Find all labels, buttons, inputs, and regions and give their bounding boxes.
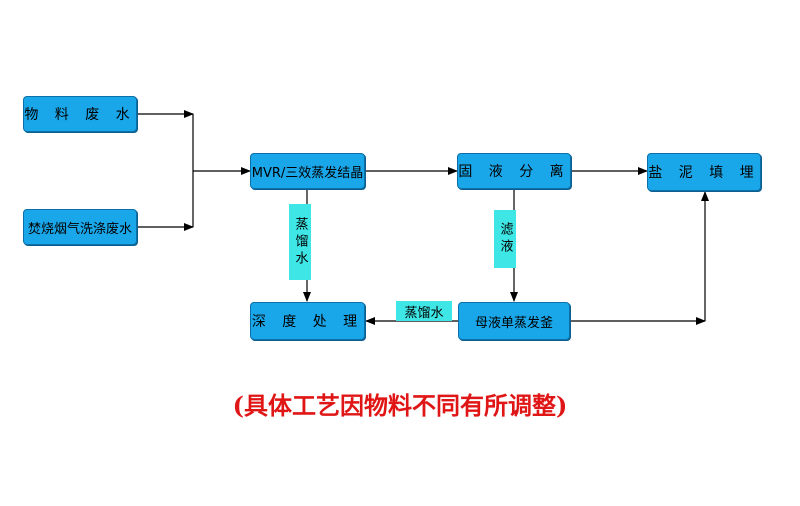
node-solid-liquid-separation: 固 液 分 离 bbox=[457, 153, 571, 189]
node-mother-liquor-evaporator: 母液单蒸发釜 bbox=[458, 302, 570, 340]
node-salt-mud-landfill: 盐 泥 填 埋 bbox=[647, 153, 761, 191]
process-note: (具体工艺因物料不同有所调整) bbox=[232, 391, 568, 420]
node-mvr-evaporation: MVR/三效蒸发结晶 bbox=[250, 153, 365, 189]
node-flue-gas-wastewater: 焚烧烟气洗涤废水 bbox=[23, 209, 137, 245]
label-distilled-water-bottom: 蒸馏水 bbox=[396, 301, 452, 321]
node-material-wastewater: 物 料 废 水 bbox=[23, 96, 137, 132]
node-deep-treatment: 深 度 处 理 bbox=[250, 302, 365, 340]
label-distilled-water-left: 蒸馏水 bbox=[289, 204, 311, 280]
label-filtrate: 滤液 bbox=[494, 210, 516, 268]
